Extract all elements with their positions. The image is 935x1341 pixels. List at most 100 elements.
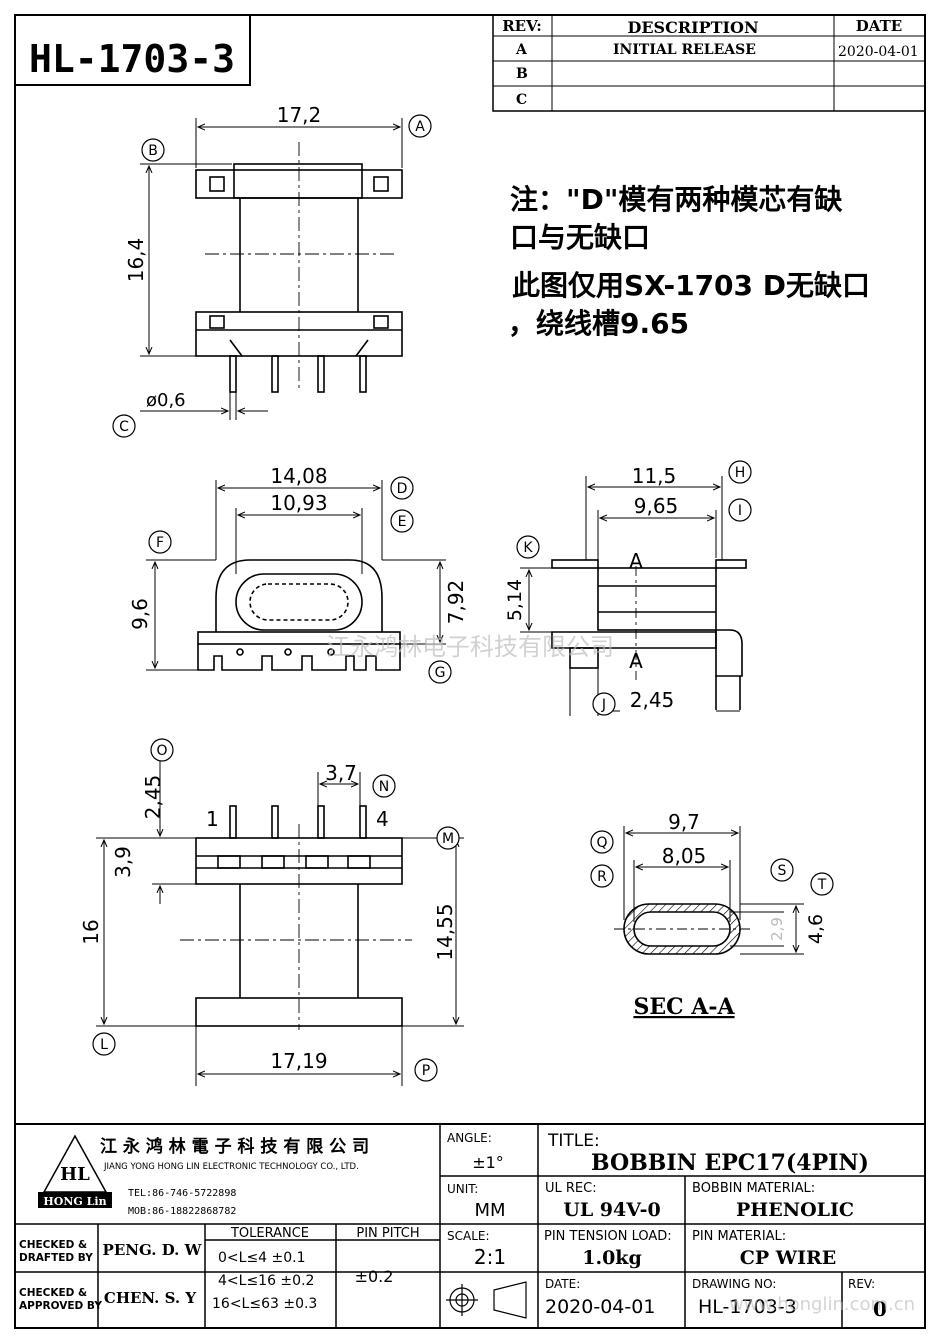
company-logo: HL HONG Lin (38, 1134, 112, 1208)
callout-label: O (156, 743, 167, 759)
rev-row-a: A (515, 42, 528, 58)
side-view (197, 559, 401, 671)
rev-label: REV: (848, 1277, 875, 1291)
dim-aa-inner: 8,05 (662, 844, 707, 868)
callout-label: C (119, 419, 129, 435)
callout-label: R (597, 869, 607, 885)
svg-text:HONG Lin: HONG Lin (43, 1195, 106, 1208)
section-view-dims (520, 476, 740, 716)
dim-sec-outer: 11,5 (632, 464, 677, 488)
rev-value: 0 (873, 1297, 887, 1321)
callout-k: K (516, 535, 540, 559)
callout-b: B (141, 138, 165, 162)
material-value: PHENOLIC (736, 1199, 854, 1221)
dim-bot-1455: 14,55 (433, 903, 457, 960)
checked-drafted-label-1: CHECKED & (19, 1239, 87, 1251)
ul-label: UL REC: (545, 1181, 597, 1196)
checked-approved-label-2: APPROVED BY (19, 1300, 102, 1312)
pin-pitch-label: PIN PITCH (356, 1226, 419, 1241)
dim-side-inner-h: 7,92 (444, 580, 468, 625)
dim-side-outer: 14,08 (270, 464, 327, 488)
part-number: HL-1703-3 (29, 37, 235, 81)
callout-label: A (415, 119, 425, 135)
callout-q: Q (590, 830, 614, 854)
side-view-dims (146, 480, 446, 671)
callout-label: Q (596, 835, 607, 851)
dim-aa-inner-h: 2,9 (768, 917, 786, 941)
note-line-4: ，绕线槽9.65 (508, 307, 690, 340)
callout-t: T (810, 872, 834, 896)
callout-a: A (408, 114, 432, 138)
dim-side-inner: 10,93 (270, 491, 327, 515)
callout-label: J (601, 697, 606, 713)
callout-label: F (156, 535, 164, 551)
callout-o: O (150, 738, 174, 762)
company-mob: MOB:86-18822868782 (128, 1206, 236, 1217)
scale-value: 2:1 (474, 1245, 506, 1269)
callout-d: D (390, 476, 414, 500)
ul-value: UL 94V-0 (563, 1199, 660, 1221)
tolerance-3: 16<L≤63 ±0.3 (212, 1296, 317, 1312)
dim-aa-h: 4,6 (805, 914, 827, 944)
callout-h: H (728, 460, 752, 484)
callout-label: S (778, 863, 787, 879)
dim-aa-outer: 9,7 (668, 810, 700, 834)
rev-row-a-date: 2020-04-01 (838, 44, 919, 60)
drawing-border (14, 14, 926, 1329)
date-value: 2020-04-01 (545, 1296, 655, 1318)
note-line-2: 口与无缺口 (510, 221, 651, 254)
dim-sec-inner: 9,65 (634, 494, 679, 518)
callout-label: B (148, 143, 158, 159)
callouts: A B C DE F G H I J K L M N O P Q R S T (92, 114, 834, 1082)
dim-bot-16: 16 (79, 919, 103, 944)
section-mark-top: A (629, 549, 643, 573)
front-view-dims (140, 118, 403, 420)
callout-label: D (397, 481, 408, 497)
checked-approved-label-1: CHECKED & (19, 1287, 87, 1299)
callout-f: F (148, 530, 172, 554)
pin-4-label: 4 (376, 807, 389, 831)
material-label: BOBBIN MATERIAL: (692, 1181, 815, 1196)
callout-label: P (422, 1063, 430, 1079)
note-line-1: 注："D"模有两种模芯有缺 (510, 183, 843, 216)
drawing-no-label: DRAWING NO: (692, 1277, 776, 1291)
callout-m: M (436, 826, 460, 850)
angle-value: ±1° (472, 1153, 504, 1172)
callout-label: I (738, 503, 742, 519)
callout-label: M (442, 831, 454, 847)
dim-top-width: 17,2 (277, 103, 322, 127)
revision-table: REV: DESCRIPTION DATE A INITIAL RELEASE … (492, 14, 926, 112)
pin-pitch-value: ±0.2 (355, 1267, 394, 1286)
tension-value: 1.0kg (582, 1247, 642, 1269)
callout-label: G (435, 665, 446, 681)
bottom-view (180, 805, 412, 1030)
callout-n: N (372, 774, 396, 798)
front-view (195, 142, 403, 393)
unit-label: UNIT: (447, 1182, 478, 1196)
rev-row-a-desc: INITIAL RELEASE (613, 42, 756, 58)
tolerance-1: 0<L≤4 ±0.1 (218, 1250, 306, 1266)
description-header: DESCRIPTION (627, 18, 758, 37)
company-name-cn: 江 永 鸿 林 電 子 科 技 有 限 公 司 (100, 1136, 369, 1157)
section-aa (614, 903, 752, 955)
title-block-grid (15, 1123, 925, 1328)
callout-label: N (379, 779, 389, 795)
pin-material-label: PIN MATERIAL: (692, 1229, 786, 1244)
callout-e: E (390, 509, 414, 533)
dim-top-height: 16,4 (124, 238, 148, 283)
callout-label: K (523, 540, 533, 556)
bottom-view-dims (96, 760, 464, 1086)
watermark-text: 江永鸿林电子科技有限公司 (326, 633, 614, 661)
callout-s: S (770, 858, 794, 882)
section-mark-bottom: A (629, 649, 643, 673)
angle-label: ANGLE: (447, 1131, 492, 1145)
callout-label: H (735, 465, 746, 481)
rev-row-c: C (516, 92, 527, 108)
callout-i: I (728, 498, 752, 522)
pin-material-value: CP WIRE (740, 1247, 837, 1269)
callout-label: T (817, 877, 827, 893)
unit-value: MM (474, 1200, 505, 1221)
dim-bot-width: 17,19 (270, 1049, 327, 1073)
callout-label: L (100, 1037, 108, 1053)
